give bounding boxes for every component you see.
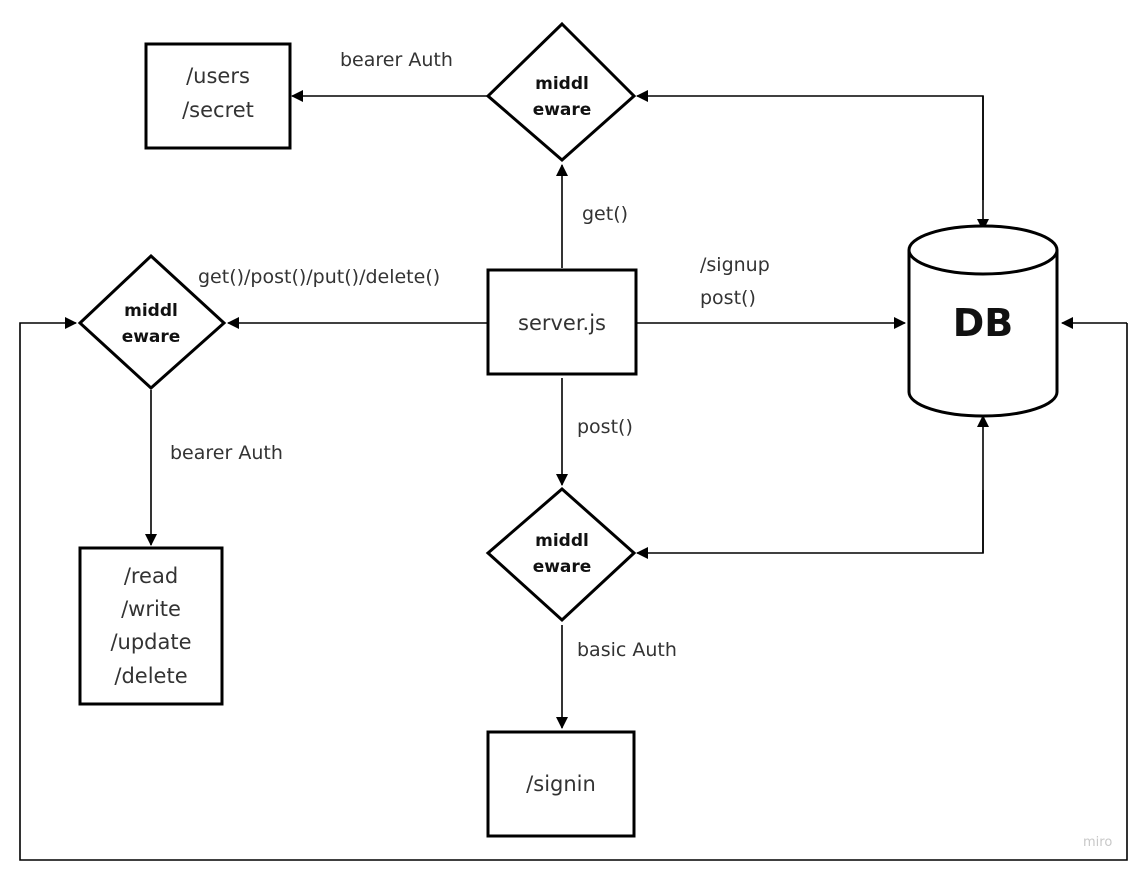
signin-route-label: /signin: [526, 772, 596, 796]
edge-label-signup-route: /signup: [700, 254, 770, 276]
edge-db-to-bottom-middleware: [636, 490, 984, 559]
crud-routes-box[interactable]: /read /write /update /delete: [78, 546, 224, 706]
edge-label-left-bearer-auth: bearer Auth: [170, 442, 283, 464]
edge-db-to-top-middleware: [636, 90, 984, 200]
middleware-left[interactable]: middl eware: [77, 253, 227, 391]
users-route-label: /users: [186, 64, 250, 88]
secret-route-label: /secret: [182, 98, 254, 122]
middleware-bottom-label-2: eware: [533, 557, 592, 577]
middleware-top-label-2: eware: [533, 100, 592, 120]
middleware-bottom[interactable]: middl eware: [485, 487, 637, 623]
middleware-top[interactable]: middl eware: [485, 21, 637, 162]
edge-label-post: post(): [577, 416, 633, 438]
miro-watermark: miro: [1083, 835, 1112, 850]
edge-label-get: get(): [582, 203, 628, 225]
connectors: [19, 90, 1128, 861]
users-secret-box[interactable]: /users /secret: [144, 42, 292, 150]
edge-label-top-bearer-auth: bearer Auth: [340, 49, 453, 71]
edge-label-left-methods: get()/post()/put()/delete(): [198, 266, 440, 288]
middleware-bottom-label-1: middl: [535, 531, 589, 551]
edge-label-basic-auth: basic Auth: [577, 639, 677, 661]
delete-route-label: /delete: [114, 664, 187, 688]
middleware-left-label-1: middl: [124, 301, 178, 321]
database-cylinder[interactable]: DB: [907, 224, 1059, 418]
server-label: server.js: [518, 311, 606, 335]
edge-db-loop-to-left-middleware: [19, 317, 1128, 861]
write-route-label: /write: [121, 597, 181, 621]
middleware-top-label-1: middl: [535, 74, 589, 94]
signin-box[interactable]: /signin: [486, 730, 636, 838]
update-route-label: /update: [110, 630, 191, 654]
read-route-label: /read: [124, 564, 178, 588]
server-node[interactable]: server.js: [486, 268, 638, 376]
middleware-left-label-2: eware: [122, 327, 181, 347]
db-label: DB: [953, 301, 1014, 345]
edge-label-signup-method: post(): [700, 287, 756, 309]
